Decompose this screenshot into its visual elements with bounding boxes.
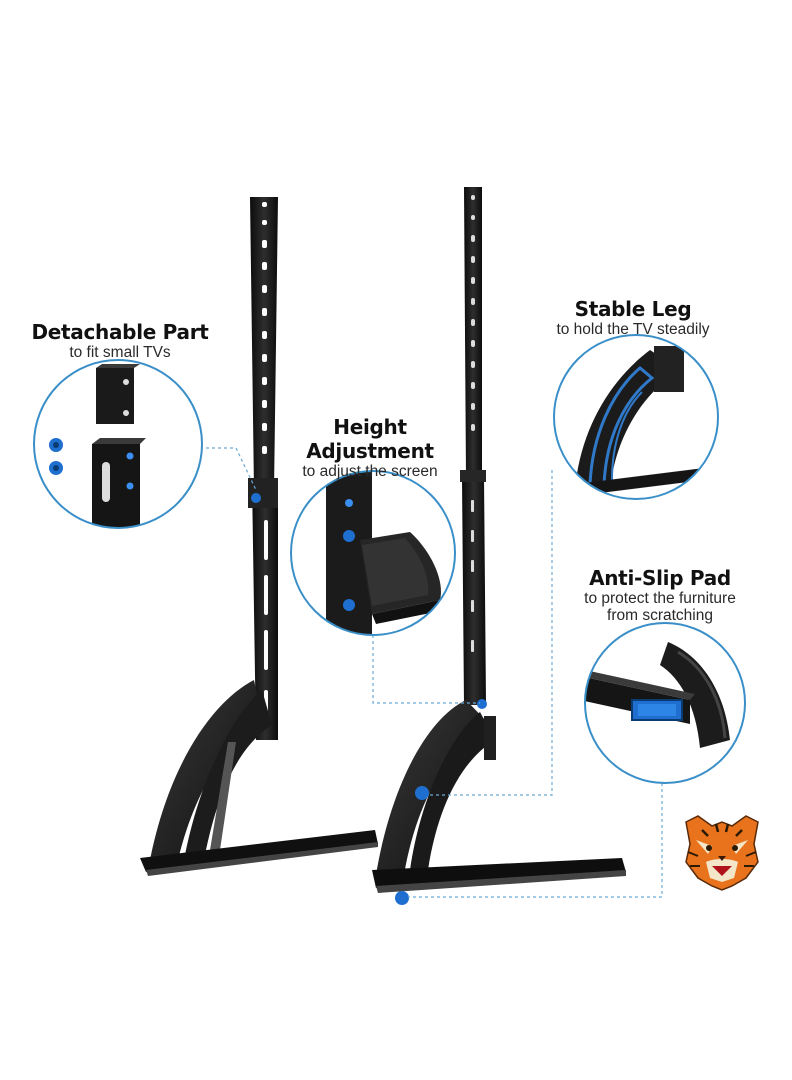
stable-leg-marker	[415, 786, 429, 800]
right-stand	[372, 187, 626, 905]
height-label: Height Adjustment to adjust the screen	[270, 415, 470, 480]
detachable-subtitle: to fit small TVs	[69, 344, 171, 361]
detachable-detail-circle	[33, 359, 203, 529]
detachable-title: Detachable Part	[31, 320, 209, 344]
height-subtitle: to adjust the screen	[302, 463, 438, 480]
antislip-subtitle-line2: from scratching	[607, 607, 713, 624]
height-marker	[477, 699, 487, 709]
left-stand	[140, 197, 378, 876]
stable-subtitle: to hold the TV steadily	[556, 321, 710, 338]
antislip-label: Anti-Slip Pad to protect the furniture f…	[560, 566, 760, 624]
detachable-label: Detachable Part to fit small TVs	[20, 320, 220, 361]
height-detail-circle	[290, 470, 456, 636]
stable-leg-detail-circle	[553, 334, 719, 500]
tiger-logo-icon	[685, 815, 759, 891]
detachable-marker	[251, 493, 261, 503]
antislip-subtitle-line1: to protect the furniture	[584, 590, 736, 607]
stable-title: Stable Leg	[574, 297, 692, 321]
leader-lines	[200, 447, 663, 898]
height-title: Height Adjustment	[306, 415, 434, 463]
pad-marker	[395, 891, 409, 905]
stable-label: Stable Leg to hold the TV steadily	[540, 297, 726, 338]
antislip-title: Anti-Slip Pad	[589, 566, 731, 590]
anti-slip-detail-circle	[584, 622, 746, 784]
